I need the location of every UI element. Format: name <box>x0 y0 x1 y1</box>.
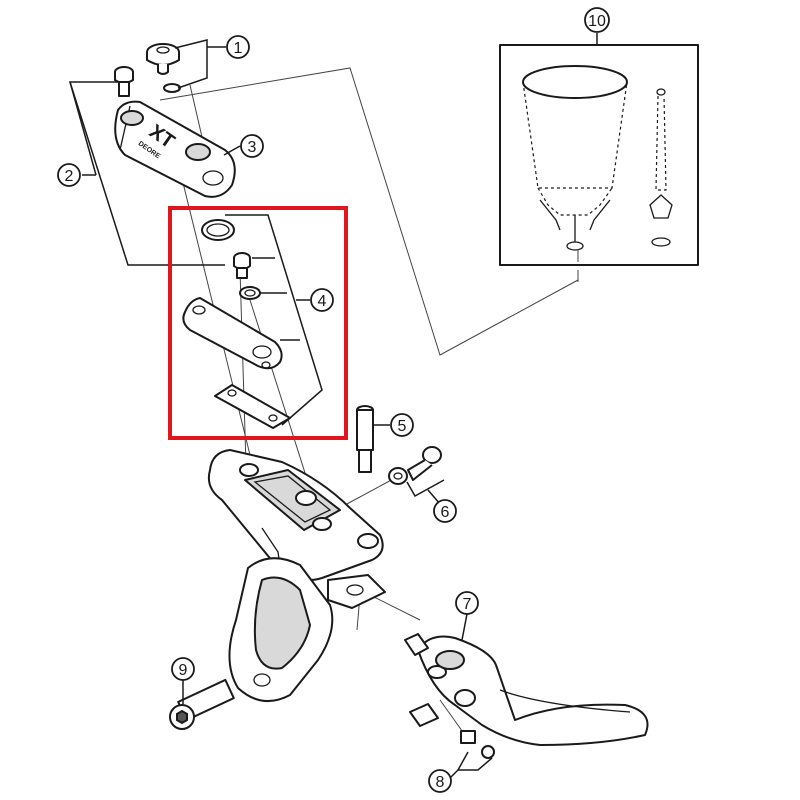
callout-5: 5 <box>390 413 414 437</box>
svg-text:8: 8 <box>436 774 445 791</box>
funnel-stopper <box>649 88 673 247</box>
bleed-funnel <box>522 65 628 262</box>
cover-screw-left <box>114 66 134 97</box>
svg-text:3: 3 <box>248 139 257 156</box>
svg-text:5: 5 <box>398 418 407 435</box>
callout-8: 8 <box>428 769 452 793</box>
callout-9: 9 <box>171 657 195 681</box>
handlebar-clamp <box>228 557 386 703</box>
callout-2: 2 <box>57 163 81 187</box>
set-screw-part-8 <box>460 730 495 759</box>
svg-text:4: 4 <box>318 293 327 310</box>
callout-3: 3 <box>240 134 264 158</box>
diaphragm-kit-part-4 <box>182 219 291 429</box>
callout-4: 4 <box>310 288 334 312</box>
callout-10: 10 <box>584 7 610 33</box>
svg-text:2: 2 <box>65 168 74 185</box>
svg-text:7: 7 <box>463 596 472 613</box>
callout-7: 7 <box>455 591 479 615</box>
svg-text:1: 1 <box>234 40 243 57</box>
brake-lever-part-7 <box>404 633 649 746</box>
bleed-screw-part-1 <box>146 43 181 93</box>
reservoir-cover-part-3: XT DEORE <box>114 100 236 198</box>
svg-text:9: 9 <box>179 662 188 679</box>
lever-pin-part-5 <box>356 405 374 473</box>
adjust-screw-part-6 <box>388 446 442 485</box>
clamp-bolt-part-9 <box>169 678 235 730</box>
callout-1: 1 <box>226 35 250 59</box>
master-cylinder-body <box>207 449 384 581</box>
svg-text:6: 6 <box>441 504 450 521</box>
callout-6: 6 <box>433 499 457 523</box>
highlight-box <box>168 206 348 440</box>
svg-text:10: 10 <box>588 13 606 30</box>
